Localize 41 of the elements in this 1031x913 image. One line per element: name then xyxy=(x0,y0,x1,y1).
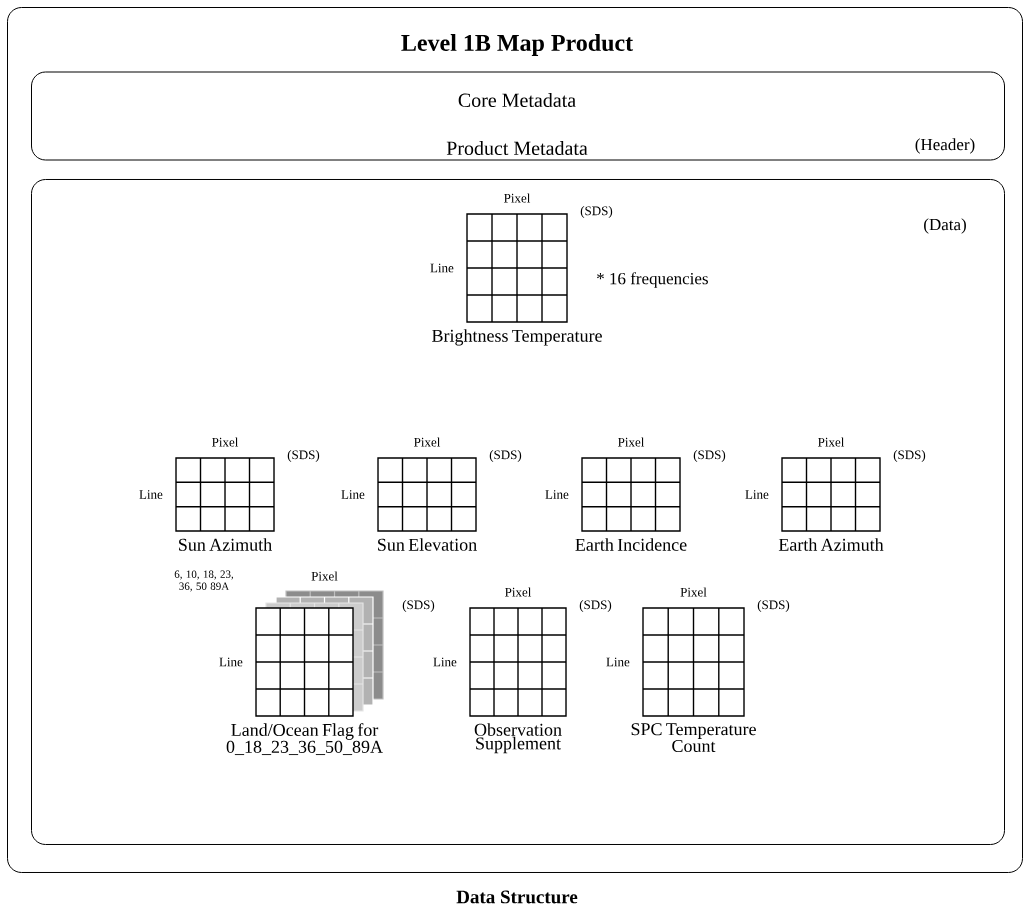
axis-label: Pixel xyxy=(311,571,338,581)
grid-caption: Earth Incidence xyxy=(575,538,687,551)
axis-label: Line xyxy=(545,490,569,499)
type-label: (SDS) xyxy=(402,600,435,612)
type-label: (SDS) xyxy=(893,450,926,462)
panel-box xyxy=(7,7,1023,873)
axis-label: Pixel xyxy=(505,587,532,597)
section-label: (Header) xyxy=(915,138,975,154)
axis-label: Line xyxy=(219,657,243,667)
axis-label: Line xyxy=(433,657,457,667)
frequency-list: 6, 10, 18, 23, 36, 50 89A xyxy=(174,570,234,592)
axis-label: Line xyxy=(341,490,365,499)
type-label: (SDS) xyxy=(693,450,726,462)
axis-label: Pixel xyxy=(618,437,645,447)
grid-caption: Observation Supplement xyxy=(474,723,562,754)
axis-label: Line xyxy=(606,657,630,667)
type-label: (SDS) xyxy=(757,600,790,612)
axis-label: Line xyxy=(139,490,163,499)
type-label: (SDS) xyxy=(580,206,613,218)
axis-label: Pixel xyxy=(680,587,707,597)
section-label: (Data) xyxy=(924,218,966,234)
grid-caption: Earth Azimuth xyxy=(778,538,884,551)
axis-label: Line xyxy=(745,490,769,499)
grid-caption: Brightness Temperature xyxy=(432,329,602,346)
title: Level 1B Map Product xyxy=(401,34,633,56)
grid-caption: Sun Azimuth xyxy=(179,538,272,551)
section-label: Product Metadata xyxy=(446,140,588,156)
section-label: Core Metadata xyxy=(458,92,576,108)
grid-caption: Land/Ocean Flag for 0_18_23_36_50_89A xyxy=(226,723,383,756)
axis-label: Line xyxy=(430,263,454,273)
grid-caption: Sun Elevation xyxy=(378,538,477,551)
axis-label: Pixel xyxy=(414,437,441,447)
note: * 16 frequencies xyxy=(597,272,708,288)
type-label: (SDS) xyxy=(579,600,612,612)
type-label: (SDS) xyxy=(489,450,522,462)
axis-label: Pixel xyxy=(818,437,845,447)
type-label: (SDS) xyxy=(287,450,320,462)
axis-label: Pixel xyxy=(504,193,531,203)
grid-caption: SPC Temperature Count xyxy=(631,723,756,753)
caption: Data Structure xyxy=(456,890,578,904)
axis-label: Pixel xyxy=(212,437,239,447)
